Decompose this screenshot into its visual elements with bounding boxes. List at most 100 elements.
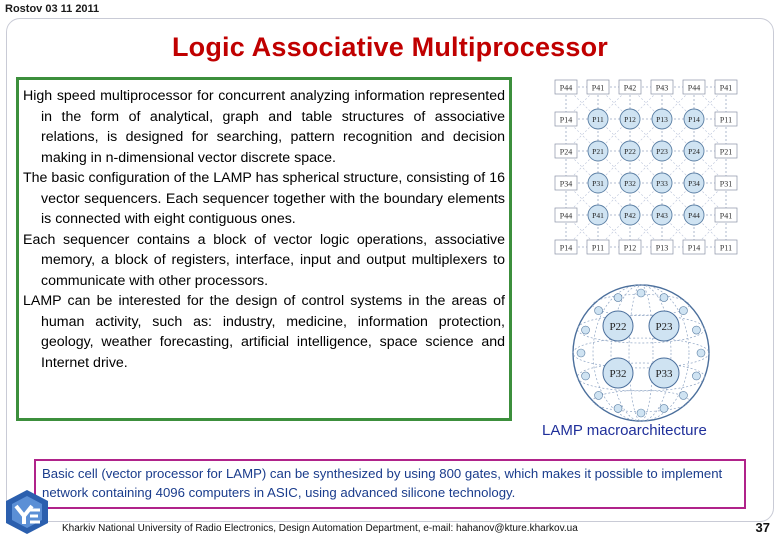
- svg-text:P23: P23: [655, 321, 673, 333]
- header-date: Rostov 03 11 2011: [5, 3, 100, 15]
- svg-text:P34: P34: [560, 180, 572, 189]
- sphere-small-node: [636, 408, 646, 418]
- svg-text:P43: P43: [656, 84, 668, 93]
- svg-text:P42: P42: [624, 211, 636, 220]
- description-box: High speed multiprocessor for concurrent…: [16, 77, 512, 421]
- paragraph-sequencer: Each sequencer contains a block of vecto…: [23, 231, 505, 289]
- svg-text:P14: P14: [688, 115, 700, 124]
- sphere-small-node: [576, 348, 586, 358]
- lattice-node: P12: [619, 108, 641, 130]
- svg-text:P13: P13: [656, 115, 668, 124]
- lattice-boundary-bottom: P13: [650, 239, 674, 255]
- footer-text: Kharkiv National University of Radio Ele…: [62, 523, 578, 534]
- lattice-boundary-right: P41: [714, 207, 738, 223]
- lattice-boundary-right: P31: [714, 175, 738, 191]
- sphere-small-node: [692, 325, 701, 335]
- svg-text:P42: P42: [624, 84, 636, 93]
- svg-text:P22: P22: [624, 147, 636, 156]
- svg-text:P41: P41: [592, 211, 604, 220]
- sphere-small-node: [659, 293, 669, 302]
- svg-text:P43: P43: [656, 211, 668, 220]
- lattice-boundary-bottom: P14: [682, 239, 706, 255]
- sphere-node: P23: [648, 310, 680, 342]
- lattice-boundary-left: P24: [554, 143, 578, 159]
- svg-text:P32: P32: [609, 368, 626, 380]
- lattice-boundary-top: P41: [714, 79, 738, 95]
- svg-text:P31: P31: [720, 180, 732, 189]
- svg-text:P21: P21: [720, 148, 732, 157]
- lattice-boundary-top: P44: [554, 79, 578, 95]
- lattice-node: P14: [683, 108, 705, 130]
- lattice-node: P43: [651, 204, 673, 226]
- lattice-node: P44: [683, 204, 705, 226]
- sphere-small-node: [659, 404, 669, 413]
- svg-text:P24: P24: [560, 148, 572, 157]
- lattice-node: P41: [587, 204, 609, 226]
- paragraph-applications: LAMP can be interested for the design of…: [23, 293, 505, 371]
- lattice-boundary-bottom: P14: [554, 239, 578, 255]
- lattice-node: P23: [651, 140, 673, 162]
- basic-cell-note: Basic cell (vector processor for LAMP) c…: [34, 459, 746, 509]
- lattice-boundary-left: P34: [554, 175, 578, 191]
- sphere-small-node: [581, 371, 590, 381]
- sphere-small-node: [581, 325, 590, 335]
- svg-text:P12: P12: [624, 244, 636, 253]
- svg-text:P11: P11: [720, 244, 732, 253]
- lattice-boundary-left: P44: [554, 207, 578, 223]
- lattice-node: P42: [619, 204, 641, 226]
- svg-text:P34: P34: [688, 179, 700, 188]
- lattice-boundary-right: P21: [714, 143, 738, 159]
- svg-text:P44: P44: [560, 212, 572, 221]
- lattice-node: P22: [619, 140, 641, 162]
- svg-text:P13: P13: [656, 244, 668, 253]
- slide-title: Logic Associative Multiprocessor: [171, 32, 608, 62]
- svg-text:P11: P11: [592, 244, 604, 253]
- sphere-node: P32: [602, 357, 634, 389]
- sphere-small-node: [594, 306, 603, 315]
- sphere-small-node: [679, 306, 688, 315]
- figure-caption: LAMP macroarchitecture: [542, 422, 707, 439]
- svg-text:P14: P14: [688, 244, 700, 253]
- svg-text:P41: P41: [592, 84, 604, 93]
- lattice-boundary-top: P43: [650, 79, 674, 95]
- lattice-node: P34: [683, 172, 705, 194]
- lattice-node: P33: [651, 172, 673, 194]
- page-number: 37: [755, 520, 770, 535]
- sphere-node: P33: [648, 357, 680, 389]
- svg-text:P24: P24: [688, 147, 700, 156]
- svg-text:P23: P23: [656, 147, 668, 156]
- svg-text:P11: P11: [592, 115, 604, 124]
- svg-text:P14: P14: [560, 244, 572, 253]
- sphere-small-node: [679, 391, 688, 400]
- sphere-small-node: [613, 293, 623, 302]
- svg-text:P21: P21: [592, 147, 604, 156]
- sphere-small-node: [613, 404, 623, 413]
- svg-text:P44: P44: [688, 211, 700, 220]
- paragraph-configuration: The basic configuration of the LAMP has …: [23, 170, 505, 227]
- lattice-boundary-right: P11: [714, 111, 738, 127]
- slide-frame: [6, 18, 774, 522]
- basic-cell-text: Basic cell (vector processor for LAMP) c…: [42, 466, 723, 500]
- svg-text:P14: P14: [560, 116, 572, 125]
- sphere-small-node: [696, 348, 706, 358]
- sphere-node: P22: [602, 310, 634, 342]
- svg-text:P41: P41: [720, 212, 732, 221]
- lattice-boundary-bottom: P11: [586, 239, 610, 255]
- svg-text:P44: P44: [688, 84, 700, 93]
- lattice-node: P11: [587, 108, 609, 130]
- svg-text:P44: P44: [560, 84, 572, 93]
- paragraph-purpose: High speed multiprocessor for concurrent…: [23, 88, 505, 166]
- svg-text:P32: P32: [624, 179, 636, 188]
- svg-text:P11: P11: [720, 116, 732, 125]
- lattice-boundary-top: P44: [682, 79, 706, 95]
- lattice-node: P21: [587, 140, 609, 162]
- sphere-small-node: [692, 371, 701, 381]
- svg-text:P33: P33: [656, 179, 668, 188]
- lattice-boundary-bottom: P12: [618, 239, 642, 255]
- lattice-boundary-top: P41: [586, 79, 610, 95]
- svg-text:P33: P33: [655, 368, 673, 380]
- lattice-boundary-top: P42: [618, 79, 642, 95]
- lattice-node: P24: [683, 140, 705, 162]
